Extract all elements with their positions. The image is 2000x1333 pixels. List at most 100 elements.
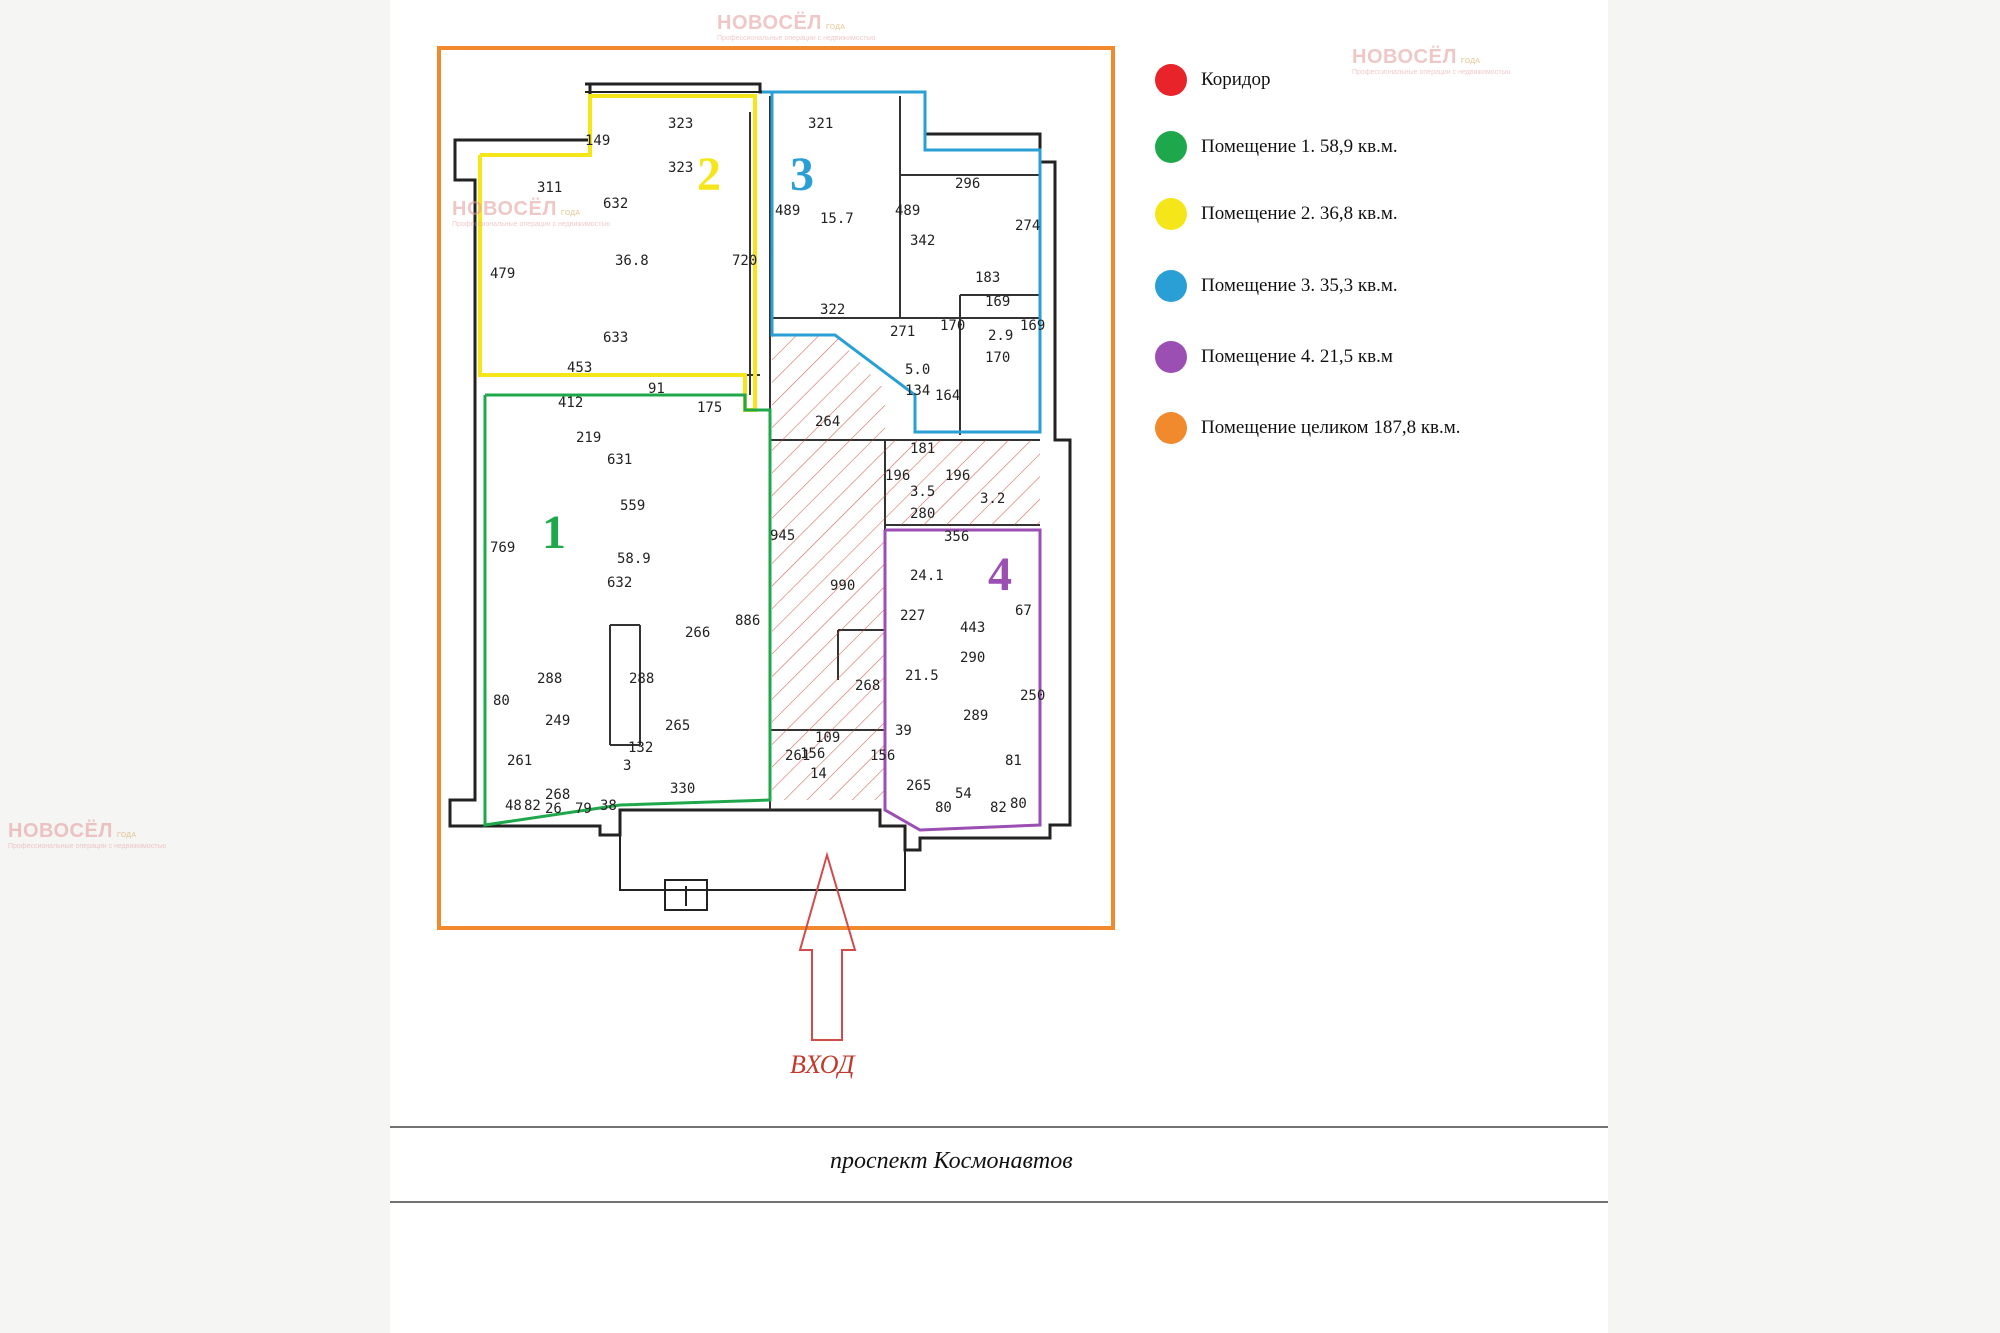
dimension-label: 170 xyxy=(985,350,1010,366)
dimension-label: 48 xyxy=(505,798,522,814)
dimension-label: 266 xyxy=(685,625,710,641)
legend-label: Помещение целиком 187,8 кв.м. xyxy=(1201,417,1461,438)
entrance-arrow xyxy=(798,851,857,1041)
dimension-label: 169 xyxy=(1020,318,1045,334)
dimension-label: 288 xyxy=(537,671,562,687)
dimension-label: 323 xyxy=(668,116,693,132)
dimension-label: 80 xyxy=(493,693,510,709)
watermark-logo: НОВОСЁЛ ГОДА Профессиональные операции с… xyxy=(717,12,875,42)
dimension-label: 175 xyxy=(697,400,722,416)
watermark-sub: Профессиональные операции с недвижимость… xyxy=(1352,69,1511,76)
dimension-label: 79 xyxy=(575,801,592,817)
dimension-label: 631 xyxy=(607,452,632,468)
watermark-badge: ГОДА xyxy=(825,24,846,31)
dimension-labels: 3233231493116324797206334539117541221963… xyxy=(490,116,1045,817)
dimension-label: 26 xyxy=(545,801,562,817)
dimension-label: 3.5 xyxy=(910,484,935,500)
outer-walls xyxy=(448,82,1072,891)
entrance-label: ВХОД xyxy=(790,1050,855,1079)
dimension-label: 39 xyxy=(895,723,912,739)
watermark-brand: НОВОСЁЛ xyxy=(452,198,557,220)
dimension-label: 443 xyxy=(960,620,985,636)
dimension-label: 479 xyxy=(490,266,515,282)
dimension-label: 559 xyxy=(620,498,645,514)
legend-item-room-1: Помещение 1. 58,9 кв.м. xyxy=(1155,131,1398,163)
watermark-badge: ГОДА xyxy=(1460,58,1481,65)
dimension-label: 769 xyxy=(490,540,515,556)
dimension-label: 633 xyxy=(603,330,628,346)
dimension-label: 196 xyxy=(885,468,910,484)
dimension-label: 82 xyxy=(524,798,541,814)
dimension-label: 265 xyxy=(665,718,690,734)
street-label: проспект Космонавтов xyxy=(830,1148,1073,1174)
dimension-label: 183 xyxy=(975,270,1000,286)
dimension-label: 164 xyxy=(935,388,960,404)
dimension-label: 170 xyxy=(940,318,965,334)
dimension-label: 109 xyxy=(815,730,840,746)
dimension-label: 322 xyxy=(820,302,845,318)
dimension-label: 36.8 xyxy=(615,253,649,269)
room-label-2: 2 xyxy=(697,148,721,201)
dimension-label: 453 xyxy=(567,360,592,376)
dimension-label: 274 xyxy=(1015,218,1040,234)
dimension-label: 342 xyxy=(910,233,935,249)
dimension-label: 271 xyxy=(890,324,915,340)
legend-dot xyxy=(1155,131,1187,163)
dimension-label: 321 xyxy=(808,116,833,132)
legend-item-whole: Помещение целиком 187,8 кв.м. xyxy=(1155,412,1461,444)
legend-item-room-2: Помещение 2. 36,8 кв.м. xyxy=(1155,198,1398,230)
dimension-label: 67 xyxy=(1015,603,1032,619)
dimension-label: 80 xyxy=(1010,796,1027,812)
dimension-label: 3.2 xyxy=(980,491,1005,507)
watermark-brand: НОВОСЁЛ xyxy=(717,12,822,34)
dimension-label: 196 xyxy=(945,468,970,484)
dimension-label: 14 xyxy=(810,766,827,782)
dimension-label: 280 xyxy=(910,506,935,522)
watermark-sub: Профессиональные операции с недвижимость… xyxy=(8,843,167,850)
room-3-outline xyxy=(762,90,1042,434)
premises-outline xyxy=(437,46,1115,930)
legend-item-room-3: Помещение 3. 35,3 кв.м. xyxy=(1155,270,1398,302)
legend-label: Коридор xyxy=(1201,69,1271,90)
legend-dot xyxy=(1155,412,1187,444)
dimension-label: 24.1 xyxy=(910,568,944,584)
stair-mark xyxy=(664,879,708,911)
sheet xyxy=(390,0,1608,1333)
dimension-label: 249 xyxy=(545,713,570,729)
dimension-label: 261 xyxy=(507,753,532,769)
dimension-label: 268 xyxy=(545,787,570,803)
dimension-label: 265 xyxy=(906,778,931,794)
legend-label: Помещение 4. 21,5 кв.м xyxy=(1201,346,1393,367)
legend-dot xyxy=(1155,270,1187,302)
dimension-label: 169 xyxy=(985,294,1010,310)
dimension-label: 38 xyxy=(600,798,617,814)
watermark-brand: НОВОСЁЛ xyxy=(8,820,113,842)
dimension-label: 3 xyxy=(623,758,631,774)
dimension-label: 261 xyxy=(785,748,810,764)
room-label-3: 3 xyxy=(790,148,814,201)
dimension-label: 21.5 xyxy=(905,668,939,684)
dimension-label: 5.0 xyxy=(905,362,930,378)
legend-label: Помещение 3. 35,3 кв.м. xyxy=(1201,275,1398,296)
dimension-label: 886 xyxy=(735,613,760,629)
dimension-label: 945 xyxy=(770,528,795,544)
dimension-label: 15.7 xyxy=(820,211,854,227)
dimension-label: 489 xyxy=(775,203,800,219)
room-label-4: 4 xyxy=(988,548,1012,601)
room-1-outline xyxy=(483,393,772,827)
watermark-sub: Профессиональные операции с недвижимость… xyxy=(717,35,876,42)
dimension-label: 58.9 xyxy=(617,551,651,567)
dimension-label: 82 xyxy=(990,800,1007,816)
dimension-label: 156 xyxy=(800,746,825,762)
dimension-label: 990 xyxy=(830,578,855,594)
legend-item-corridor: Коридор xyxy=(1155,64,1271,96)
dimension-label: 80 xyxy=(935,800,952,816)
legend-item-room-4: Помещение 4. 21,5 кв.м xyxy=(1155,341,1393,373)
dimension-label: 632 xyxy=(607,575,632,591)
dimension-label: 227 xyxy=(900,608,925,624)
dimension-label: 311 xyxy=(537,180,562,196)
watermark-logo: НОВОСЁЛ ГОДА Профессиональные операции с… xyxy=(452,198,610,228)
dimension-label: 356 xyxy=(944,529,969,545)
legend-dot xyxy=(1155,341,1187,373)
